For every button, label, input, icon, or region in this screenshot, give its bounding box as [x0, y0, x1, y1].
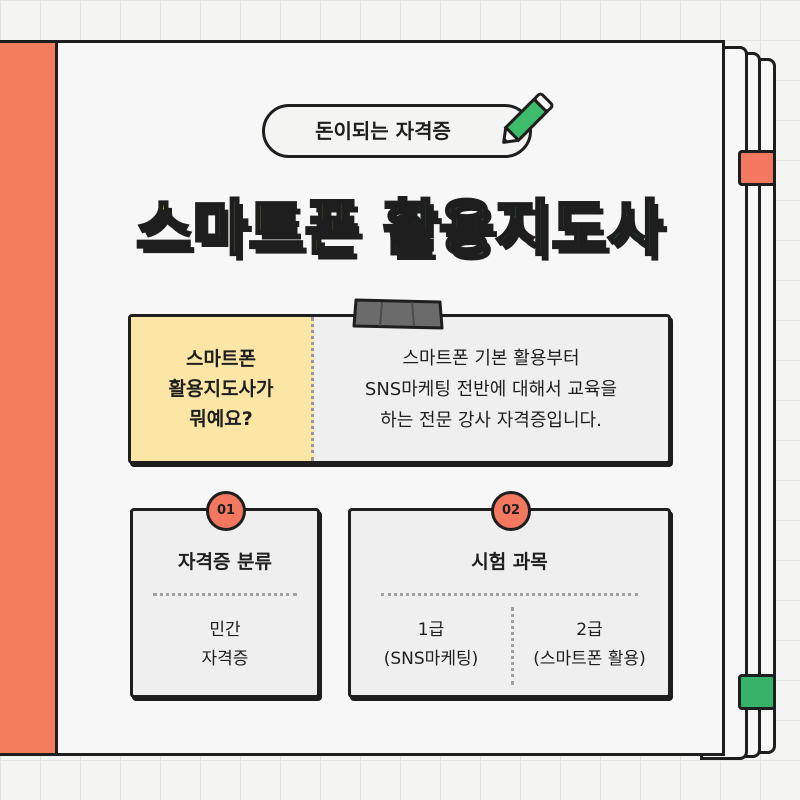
header-tag: 돈이되는 자격증 — [262, 104, 532, 158]
dotted-divider — [381, 593, 638, 596]
info-question-panel: 스마트폰 활용지도사가 뭐예요? — [131, 317, 314, 461]
card-number-badge: 01 — [206, 491, 246, 531]
dotted-divider — [153, 593, 297, 596]
card-body: 민간 자격증 — [201, 620, 249, 669]
info-box: 스마트폰 활용지도사가 뭐예요? 스마트폰 기본 활용부터 SNS마케팅 전반에… — [128, 314, 671, 464]
info-question: 스마트폰 활용지도사가 뭐예요? — [168, 348, 274, 430]
info-answer-panel: 스마트폰 기본 활용부터 SNS마케팅 전반에 대해서 교육을 하는 전문 강사… — [314, 317, 668, 461]
pencil-icon — [502, 92, 554, 144]
bookmark-tab-green — [738, 674, 776, 710]
card-exam-subjects: 02 시험 과목 1급 (SNS마케팅) 2급 (스마트폰 활용) — [348, 491, 671, 698]
bookmark-tab-red — [738, 150, 776, 186]
tape-icon — [352, 298, 444, 330]
header-tag-text: 돈이되는 자격증 — [315, 119, 451, 143]
card-number-badge: 02 — [491, 491, 531, 531]
dotted-vertical-divider — [511, 607, 514, 685]
main-title: 스마트폰 활용지도사 — [0, 180, 800, 267]
subject-level-2: 2급 (스마트폰 활용) — [533, 620, 646, 669]
notebook-spine — [0, 43, 58, 753]
subject-level-1: 1급 (SNS마케팅) — [383, 620, 479, 669]
info-answer: 스마트폰 기본 활용부터 SNS마케팅 전반에 대해서 교육을 하는 전문 강사… — [364, 347, 618, 431]
card-certificate-type: 01 자격증 분류 민간 자격증 — [130, 491, 320, 698]
card-title: 시험 과목 — [471, 551, 548, 573]
title-instructor: 활용지도사 — [381, 193, 664, 266]
card-title: 자격증 분류 — [177, 551, 272, 573]
title-smartphone: 스마트폰 — [135, 193, 362, 266]
